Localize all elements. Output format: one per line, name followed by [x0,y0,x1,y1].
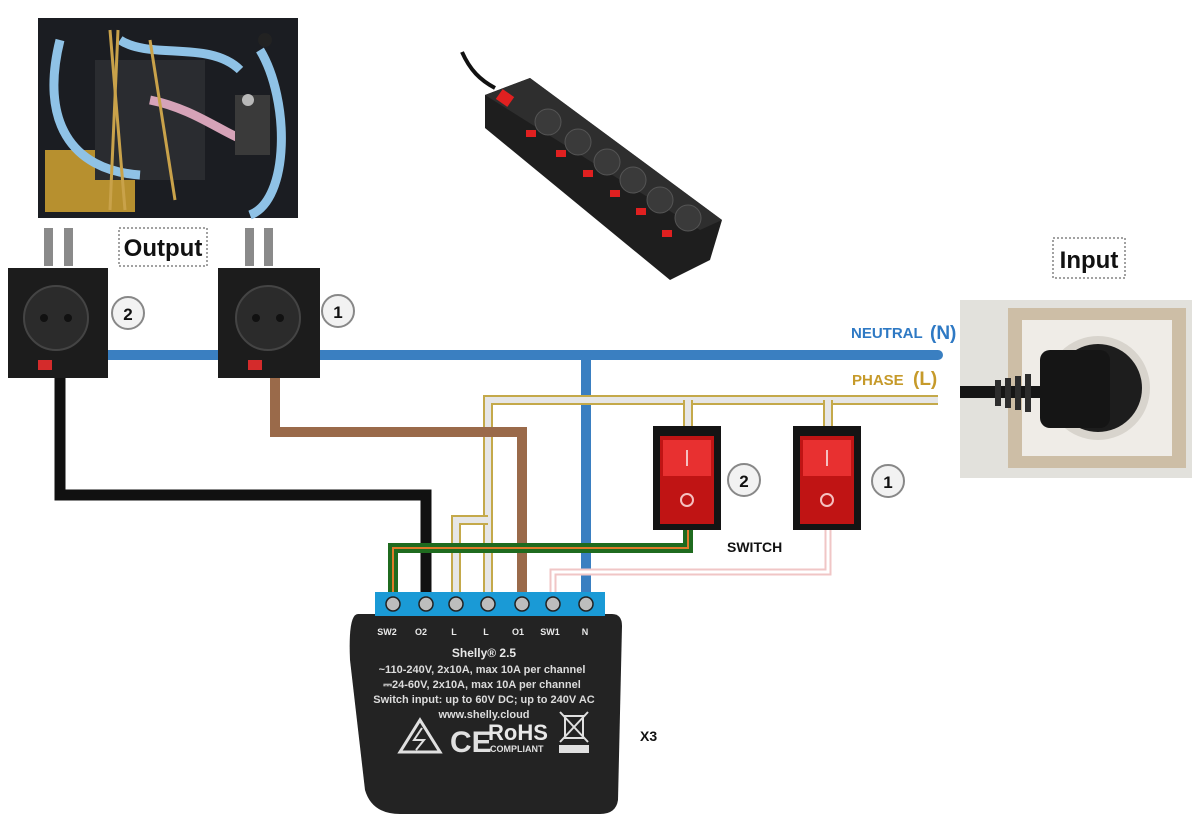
neutral-label: NEUTRAL (N) [851,323,956,344]
shelly-relay-module: SW2 O2 L L O1 SW1 N Shelly® 2.5 ~110-240… [349,592,622,814]
phase-symbol: (L) [913,369,937,390]
switch-1: 1 [793,426,905,530]
neutral-label-text: NEUTRAL [851,325,923,342]
terminal-sw2: SW2 [377,627,397,637]
socket-1: 1 [218,268,355,378]
socket-2: 2 [8,268,145,378]
switch1-wire [549,528,832,603]
device-spec-switch: Switch input: up to 60V DC; up to 240V A… [373,694,594,706]
quantity-multiplier: X3 [640,728,657,744]
wall-outlet-photo [960,300,1192,478]
neutral-symbol: (N) [930,323,956,344]
output-label-text: Output [124,235,203,262]
terminal-n: N [582,627,589,637]
device-spec-dc: ⎓24-60V, 2x10A, max 10A per channel [383,679,581,691]
output1-wire [270,375,527,603]
phase-wire [451,395,938,603]
terminal-sw1: SW1 [540,627,560,637]
socket-stubs [44,228,273,266]
input-label-text: Input [1060,247,1119,274]
device-website: www.shelly.cloud [437,709,529,721]
device-title: Shelly® 2.5 [452,646,517,660]
socket-1-number: 1 [333,303,342,322]
ce-mark: CE [450,726,492,759]
terminal-o1: O1 [512,627,524,637]
terminal-l-2: L [483,627,489,637]
switch-2: 2 [653,426,761,530]
phase-label: PHASE (L) [852,369,937,390]
phase-label-text: PHASE [852,372,904,389]
rohs-compliant: COMPLIANT [490,744,544,754]
rohs-mark: RoHS [488,720,548,745]
output-label: Output [118,227,208,267]
output2-wire [54,375,432,603]
device-spec-ac: ~110-240V, 2x10A, max 10A per channel [379,664,586,676]
switch-2-number: 2 [739,472,748,491]
weee-bin-icon [559,711,589,753]
switch2-wire [388,528,693,603]
warning-icon [397,717,443,754]
terminal-labels: SW2 O2 L L O1 SW1 N [377,627,588,637]
power-strip-photo [460,51,722,280]
switch-1-number: 1 [883,473,892,492]
input-label: Input [1052,237,1126,279]
switch-label: SWITCH [727,539,782,555]
socket-2-number: 2 [123,305,132,324]
junction-box-photo [38,18,298,220]
terminal-o2: O2 [415,627,427,637]
terminal-screws [385,596,594,612]
terminal-l-1: L [451,627,457,637]
